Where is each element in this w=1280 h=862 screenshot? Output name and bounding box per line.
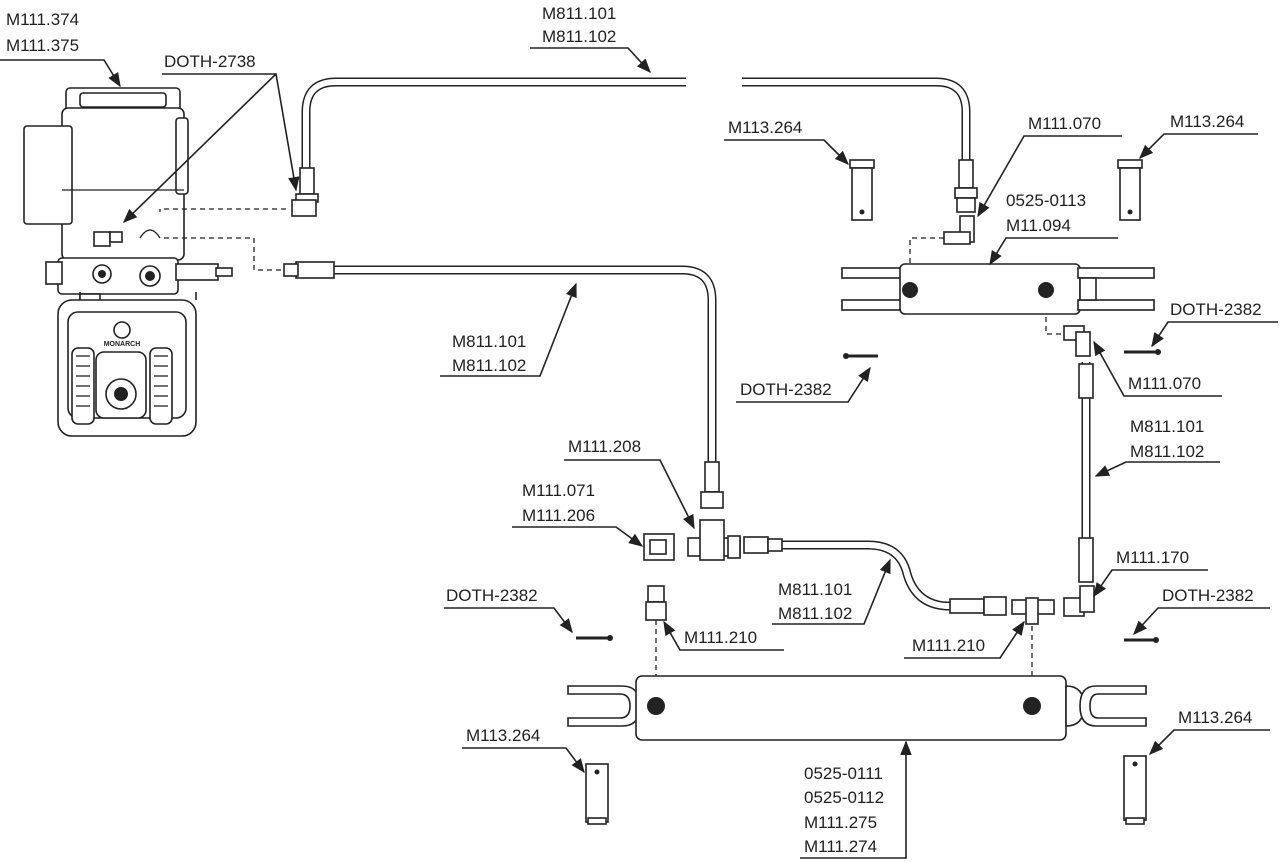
label-right-hose-b: M811.102 [1130, 442, 1204, 461]
label-clip-right-top: DOTH-2382 [1170, 300, 1262, 319]
pin-bottom-left [585, 763, 609, 825]
label-cyl-bottom-d: M111.274 [804, 837, 877, 856]
fitting-tee-right [1011, 597, 1055, 625]
label-mid-hose-b: M811.102 [452, 356, 526, 375]
label-pump-part-b: M111.375 [6, 36, 79, 55]
label-cyl-bottom-a: 0525-0111 [804, 764, 883, 783]
clip-bottom-right [1124, 637, 1159, 643]
label-cyl-top-a: 0525-0113 [1006, 191, 1086, 210]
label-elbow-right: M111.070 [1128, 374, 1201, 393]
label-pump-part-a: M111.374 [6, 10, 79, 29]
power-unit-pump: MONARCH [23, 87, 233, 437]
hose-right-vertical [1078, 362, 1094, 583]
label-pin-top-right: M113.264 [1170, 112, 1244, 131]
fitting-bottom-right-elbow [1063, 585, 1095, 617]
label-tee-left: M111.208 [568, 437, 641, 456]
label-pump-fitting: DOTH-2738 [164, 52, 256, 71]
label-elbow-top: M111.070 [1028, 114, 1101, 133]
label-adapter-left: M111.210 [684, 628, 757, 647]
label-right-hose-a: M811.101 [1130, 417, 1204, 436]
fitting-left-elbow [643, 533, 675, 561]
hose-top-right [742, 77, 978, 213]
label-pin-bottom-left: M113.264 [466, 726, 540, 745]
label-top-hose-a: M811.101 [542, 4, 616, 23]
label-clip-mid: DOTH-2382 [740, 380, 832, 399]
hose-bottom [743, 536, 1007, 616]
label-adapter-right: M111.210 [912, 636, 985, 655]
pin-top-left [849, 159, 875, 221]
fitting-adapter-left [645, 585, 667, 621]
pin-top-right [1117, 159, 1143, 221]
label-pin-bottom-right: M113.264 [1178, 708, 1252, 727]
cylinder-top [841, 263, 1155, 315]
label-elbow-left-a: M111.071 [522, 481, 595, 500]
label-clip-bottom-right: DOTH-2382 [1162, 586, 1254, 605]
hose-middle [283, 261, 724, 509]
label-pin-top-left: M113.264 [728, 118, 802, 137]
clip-right-top [1124, 349, 1161, 355]
hose-top-left [291, 77, 686, 217]
label-bottom-hose-a: M811.101 [778, 580, 852, 599]
label-elbow-left-b: M111.206 [522, 506, 595, 525]
clip-mid [843, 353, 878, 359]
label-mid-hose-a: M811.101 [452, 332, 526, 351]
clip-bottom-left [576, 635, 613, 641]
cylinder-bottom [567, 675, 1147, 741]
label-bottom-hose-b: M811.102 [778, 604, 852, 623]
pump-brand-text: MONARCH [104, 341, 141, 348]
pin-bottom-right [1123, 755, 1147, 825]
label-cyl-top-b: M11.094 [1006, 216, 1071, 235]
fitting-top-elbow [943, 215, 975, 245]
label-elbow-bottom-right: M111.170 [1116, 548, 1189, 567]
label-top-hose-b: M811.102 [542, 27, 616, 46]
label-cyl-bottom-b: 0525-0112 [804, 788, 884, 807]
fitting-right-elbow [1063, 325, 1091, 357]
fitting-tee-left [687, 519, 741, 561]
label-cyl-bottom-c: M111.275 [804, 813, 877, 832]
label-clip-bottom-left: DOTH-2382 [446, 586, 538, 605]
